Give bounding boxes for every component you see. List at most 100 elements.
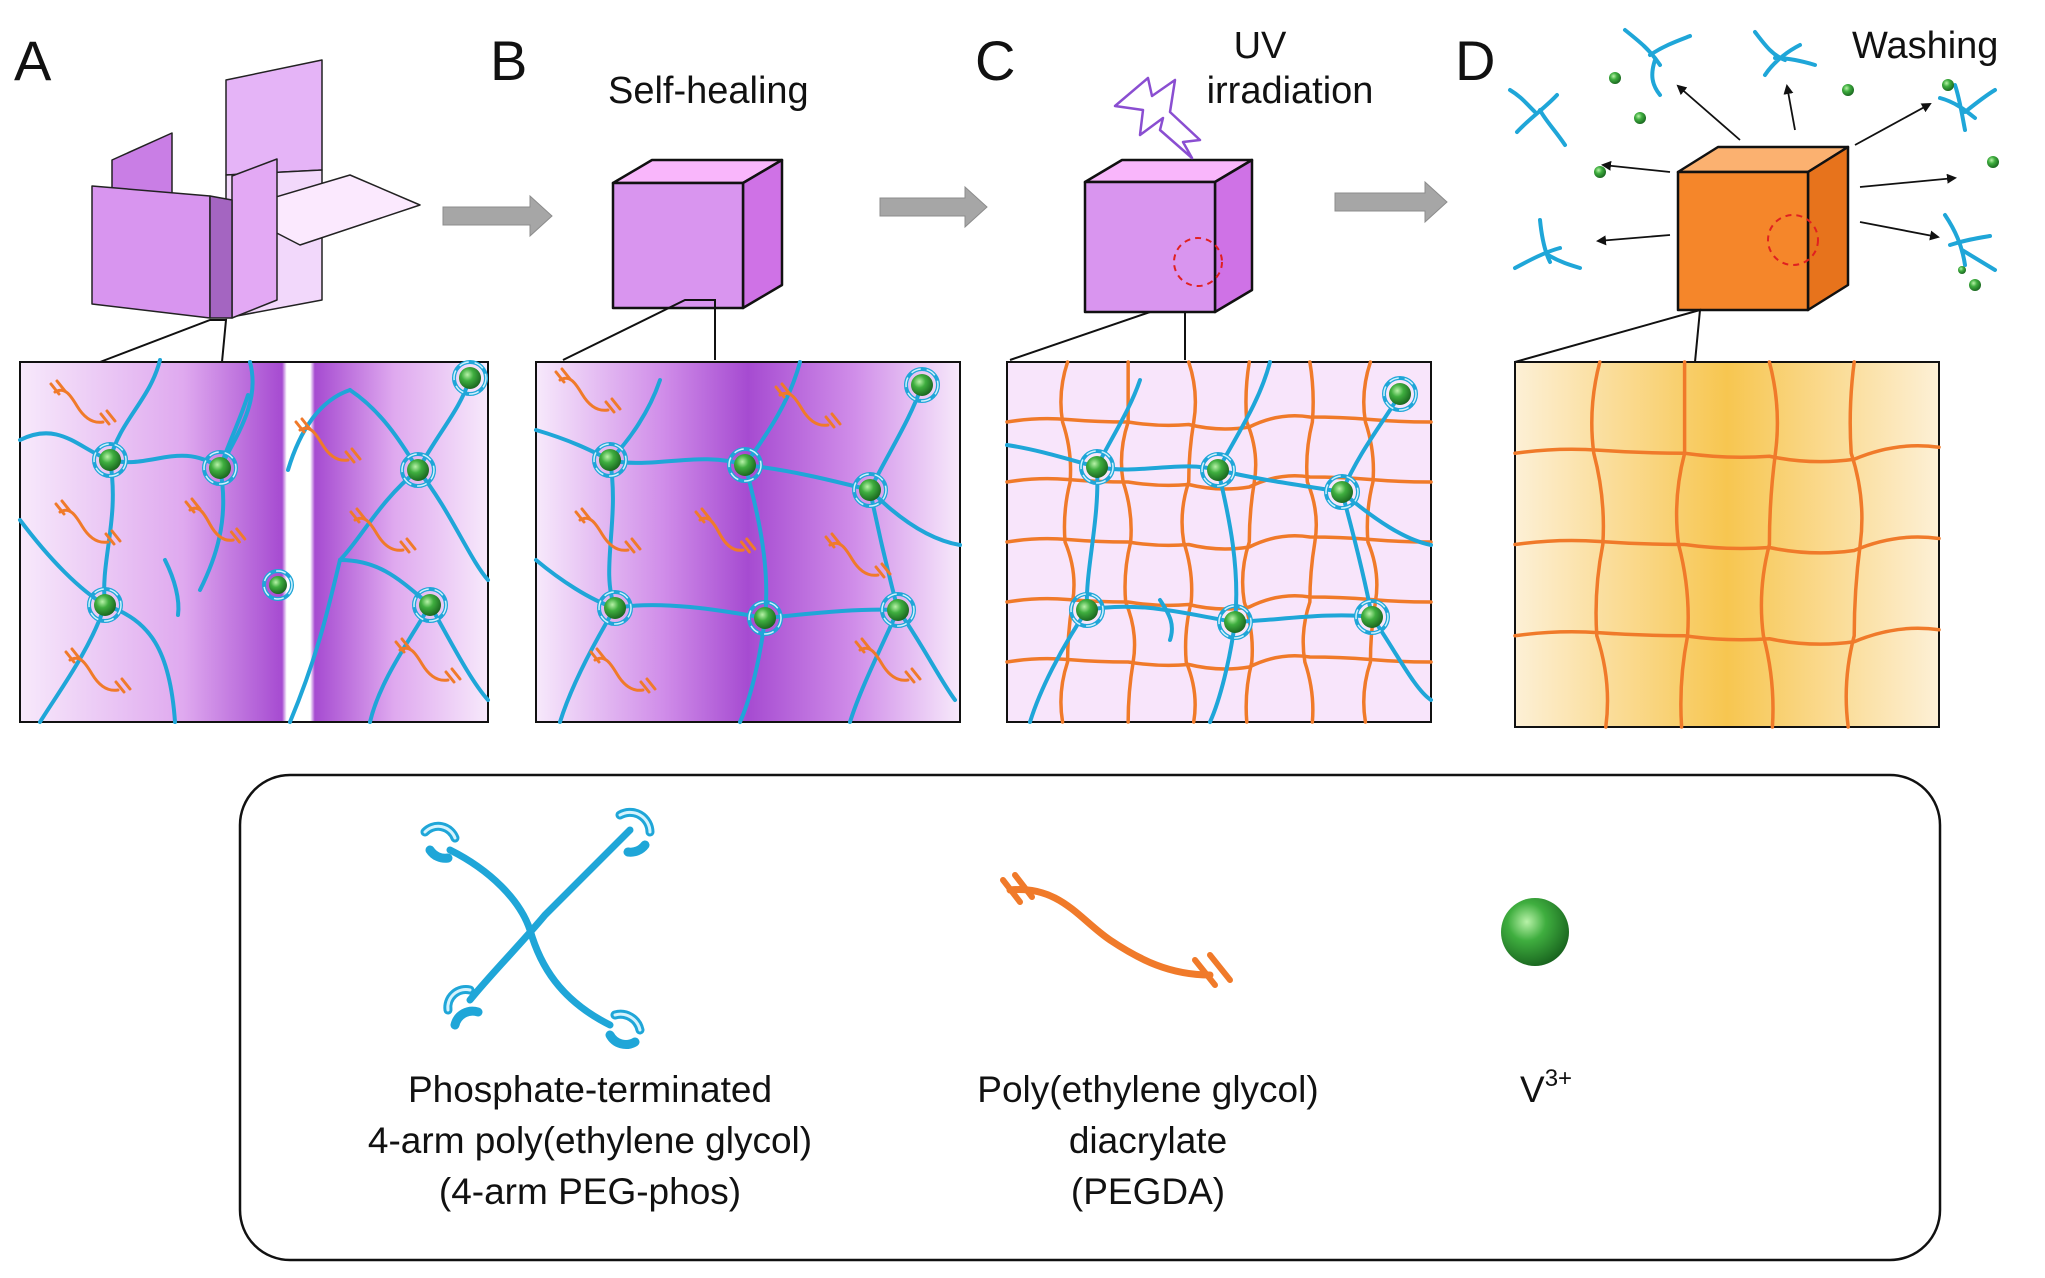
crosslink-node [1069, 592, 1105, 628]
crosslink-node [727, 447, 763, 483]
crosslink-node [87, 587, 123, 623]
crosslink-node [262, 569, 294, 601]
panel-letter-b: B [490, 29, 527, 92]
pegda-end [229, 527, 247, 544]
legend-pegda-line1: Poly(ethylene glycol) [977, 1069, 1318, 1110]
pegda-end [394, 637, 412, 654]
washed-gel-cube [1676, 145, 1850, 312]
pegda-symbol [1000, 872, 1233, 988]
pegda-network-strand [1005, 534, 1433, 551]
crosslink-node [747, 600, 783, 636]
peg-chain [868, 383, 924, 492]
peg-chain [896, 608, 957, 702]
crosslink-node [1324, 474, 1360, 510]
pegda-end [589, 647, 607, 664]
pegda-end [574, 507, 592, 524]
zoom-box-d [1513, 360, 1941, 729]
legend-peg-phos-line3: (4-arm PEG-phos) [439, 1171, 741, 1212]
label-uv-line1: UV [1234, 25, 1287, 67]
uv-gel-cube [1083, 158, 1254, 314]
pegda-end [399, 537, 417, 554]
pegda-end [624, 537, 642, 554]
crosslink-node [1217, 604, 1253, 640]
label-self-healing: Self-healing [608, 70, 809, 112]
crosslink-node [92, 442, 128, 478]
pegda-network-strand [1513, 444, 1941, 464]
peg-chain [743, 360, 802, 467]
process-arrow-bc [879, 185, 988, 229]
crosslink-node [852, 472, 888, 508]
legend-peg-phos-line1: Phosphate-terminated [408, 1069, 772, 1110]
peg-chain [368, 603, 432, 724]
label-uv-line2: irradiation [1207, 70, 1374, 112]
pegda-network-strand [1362, 360, 1379, 724]
peg-chain [348, 388, 420, 472]
crosslink-node [452, 360, 488, 396]
peg-chain [338, 558, 432, 607]
crosslink-node [1382, 376, 1418, 412]
peg-chain [428, 603, 490, 702]
crosslink-node [904, 367, 940, 403]
zoom-box-a [18, 319, 490, 724]
legend-peg-phos-line2: 4-arm poly(ethylene glycol) [368, 1120, 812, 1161]
pegda-end [49, 379, 67, 396]
healed-gel-cube [611, 158, 784, 310]
pegda-end [294, 417, 312, 434]
crosslink-node [880, 592, 916, 628]
released-peg-fragments [1508, 28, 1997, 272]
pegda-end [444, 667, 462, 684]
peg-chain [868, 488, 962, 547]
pegda-end [774, 382, 792, 399]
peg-chain [738, 616, 767, 724]
pegda-end [824, 412, 842, 429]
pegda-network-strand [1759, 360, 1780, 729]
pegda-network-strand [1513, 626, 1941, 646]
panel-letter-c: C [975, 29, 1015, 92]
peg-phos-symbol [420, 807, 655, 1049]
pegda-end [639, 677, 657, 694]
pegda-end [99, 409, 117, 426]
legend-pegda-line2: diacrylate [1069, 1120, 1227, 1161]
pegda-end [54, 499, 72, 516]
pegda-network-strand [1005, 474, 1433, 491]
pegda-chain [698, 516, 745, 552]
pegda-end [604, 397, 622, 414]
crosslink-node [1354, 599, 1390, 635]
crosslink-node [597, 590, 633, 626]
crosslink-node [400, 452, 436, 488]
pegda-end [874, 562, 892, 579]
pegda-end [114, 677, 132, 694]
pegda-end [554, 367, 572, 384]
peg-chain [1208, 620, 1237, 724]
legend-ion-label: V3+ [1520, 1065, 1572, 1110]
peg-chain [1340, 490, 1433, 547]
process-arrow-cd [1334, 180, 1448, 224]
pegda-chain [188, 506, 235, 542]
pegda-end [184, 497, 202, 514]
pegda-network-strand [1059, 360, 1076, 724]
crosslink-node [1200, 452, 1236, 488]
focus-circle-c [1173, 237, 1223, 287]
pegda-network-strand [1590, 360, 1610, 729]
peg-chain [286, 388, 352, 472]
pegda-end [854, 637, 872, 654]
legend-ion-charge: 3+ [1545, 1065, 1572, 1092]
legend-box [238, 773, 1942, 1262]
pegda-network-strand [1180, 360, 1198, 724]
v3-ion-symbol [1501, 898, 1569, 966]
peg-chain [108, 358, 162, 462]
process-arrow-ab [442, 194, 553, 238]
legend-pegda-line3: (PEGDA) [1071, 1171, 1225, 1212]
released-ions [1594, 72, 1999, 291]
pegda-network-strand [1301, 360, 1319, 724]
crosslink-node [202, 450, 238, 486]
legend-ion-base: V [1520, 1069, 1545, 1110]
label-washing: Washing [1852, 25, 1998, 67]
crosslink-node [412, 587, 448, 623]
pegda-network-strand [1005, 414, 1433, 431]
zoom-box-b [534, 360, 962, 724]
peg-chain [288, 558, 342, 724]
pegda-end [344, 447, 362, 464]
pegda-end [349, 507, 367, 524]
